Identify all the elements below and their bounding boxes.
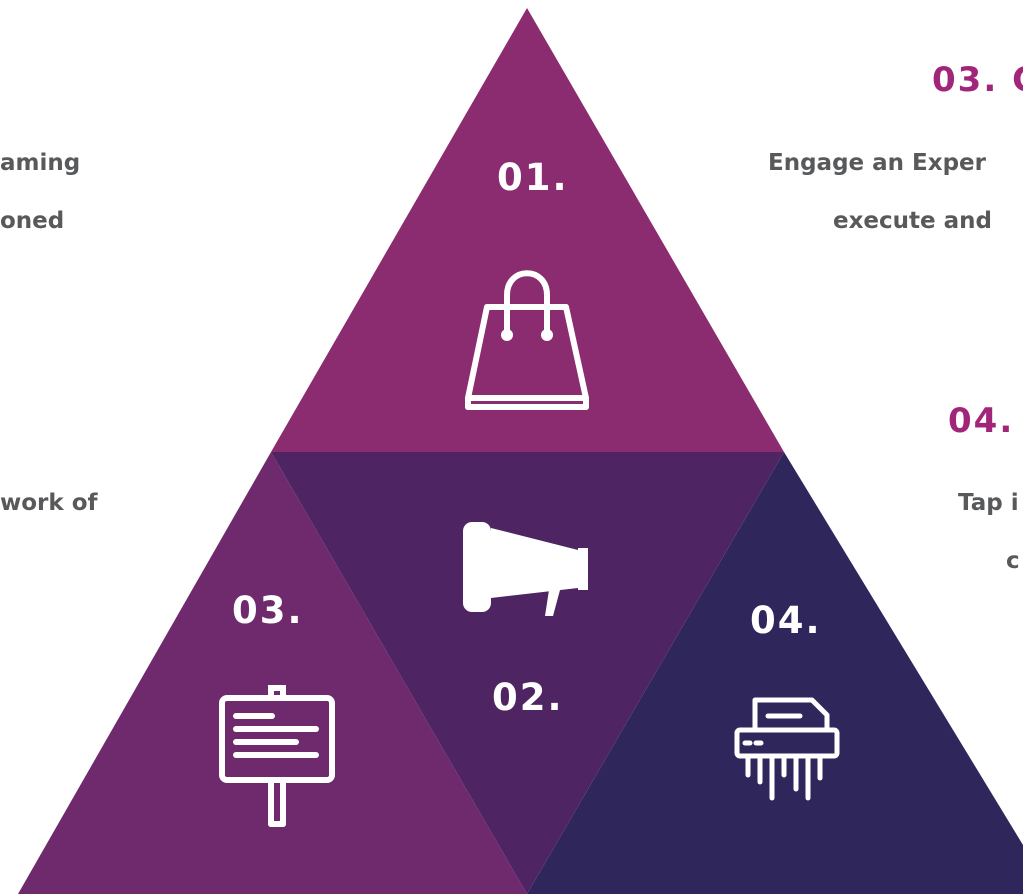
- segment-01-number: 01.: [497, 156, 569, 199]
- segment-03-number: 03.: [232, 589, 304, 632]
- left-text-line-2: oned: [0, 208, 65, 234]
- segment-02-number: 02.: [492, 676, 564, 719]
- right-text-03-line-1: Engage an Exper: [768, 150, 986, 176]
- segment-03: [18, 452, 527, 894]
- segment-04: [527, 452, 1023, 894]
- heading-04: 04.: [948, 401, 1015, 441]
- heading-03: 03. C: [932, 60, 1023, 100]
- signboard-icon: [219, 685, 335, 827]
- right-text-03-line-2: execute and: [833, 208, 993, 234]
- shopping-bag-icon: [465, 270, 589, 410]
- segment-01: [271, 8, 784, 452]
- left-text-line-1: aming: [0, 150, 81, 176]
- megaphone-icon: [463, 522, 588, 616]
- segment-04-number: 04.: [750, 599, 822, 642]
- right-text-04-line-2: c: [1006, 548, 1020, 574]
- right-text-04-line-1: Tap i: [958, 490, 1019, 516]
- left-text-line-3: work of: [0, 490, 98, 516]
- paper-shredder-icon: [734, 697, 840, 801]
- segment-02: [271, 452, 784, 894]
- shopping-bag-handle-dots: [501, 329, 553, 341]
